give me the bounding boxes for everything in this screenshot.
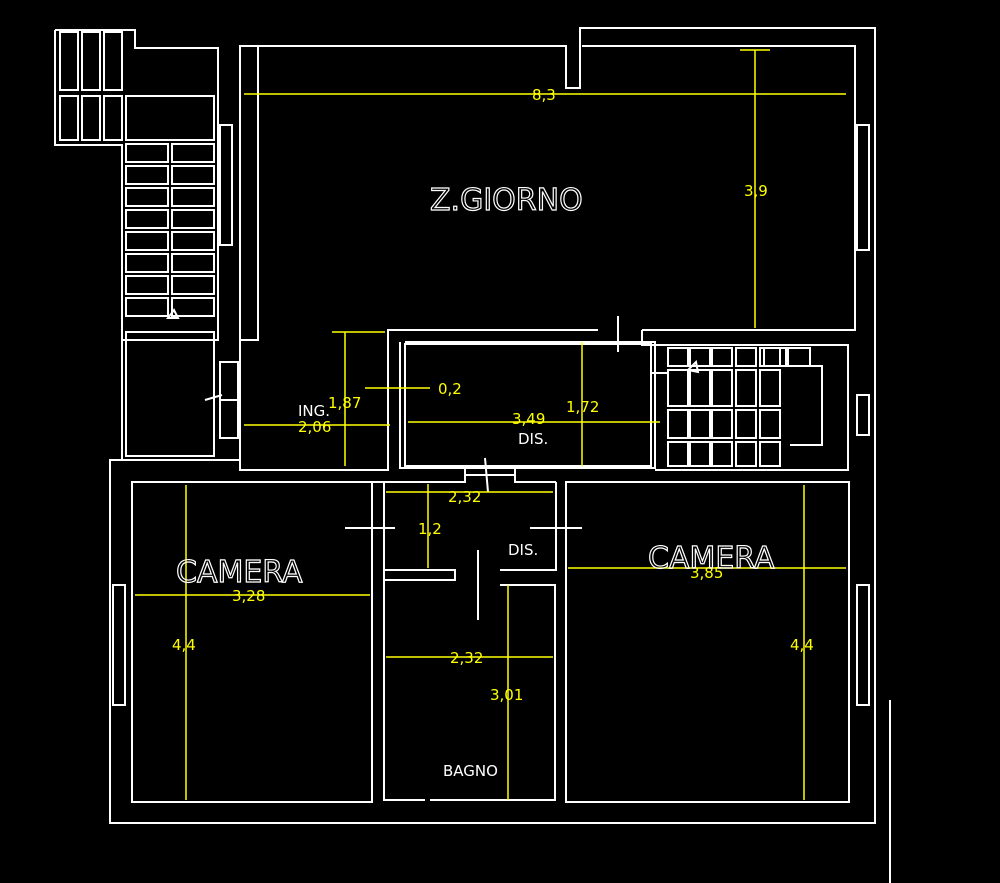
stair-step [689,369,711,407]
dim-wall-02: 0,2 [438,380,462,398]
dim-cam-right-depth: 4,4 [790,636,814,654]
dim-zg-depth: 3,9 [744,182,768,200]
dim-zg-width: 8,3 [532,86,556,104]
stair-step [689,441,711,467]
stair-step [735,409,757,439]
stair-step [125,165,169,185]
room-bagno: BAGNO [443,762,498,780]
dim-dis-height: 1,72 [566,398,599,416]
dim-bagno-width: 2,32 [450,649,483,667]
stair-step [171,209,215,229]
room-zona-giorno: Z.GIORNO [430,183,583,218]
dim-cam-left-width: 3,28 [232,587,265,605]
stair-step [171,143,215,163]
dim-ing-height: 1,87 [328,394,361,412]
stair-step [125,187,169,207]
stair-step [759,441,781,467]
dim-corr-width: 2,32 [448,488,481,506]
stair-step [667,369,689,407]
stair-step [667,347,689,367]
dim-dis-width: 3,49 [512,410,545,428]
room-camera-left: CAMERA [176,555,303,590]
stair-step [711,409,733,439]
stair-step [171,275,215,295]
stair-left [59,31,215,457]
stair-step [667,409,689,439]
stair-step [711,347,733,367]
room-labels: Z.GIORNO ING. DIS. DIS. CAMERA CAMERA BA… [175,182,775,780]
stair-step [735,369,757,407]
stair-step [125,297,169,317]
windows [112,124,870,706]
dim-bagno-depth: 3,01 [490,686,523,704]
stair-step [689,409,711,439]
stair-step [711,441,733,467]
stair-step [763,347,787,367]
stair-step [711,369,733,407]
stair-step [667,441,689,467]
dimension-lines [135,49,846,800]
stair-step [759,409,781,439]
room-camera-right: CAMERA [648,541,775,576]
stair-step [735,347,757,367]
dim-cam-left-depth: 4,4 [172,636,196,654]
room-disimpegno-2: DIS. [508,541,538,559]
stair-step [787,347,811,367]
stair-step [171,165,215,185]
dim-corr-height: 1,2 [418,520,442,538]
stair-step [171,231,215,251]
stair-step [171,187,215,207]
stair-step [125,275,169,295]
dim-ing-width: 2,06 [298,418,331,436]
stair-step [689,347,711,367]
stair-step [125,231,169,251]
stair-step [125,209,169,229]
outer-walls [54,27,891,883]
stair-step [125,143,169,163]
room-disimpegno-1: DIS. [518,430,548,448]
interior-walls [131,316,850,803]
stair-step [735,441,757,467]
stair-step [171,253,215,273]
stair-step [171,297,215,317]
stair-step [759,369,781,407]
stair-step [125,253,169,273]
room-ingresso: ING. [298,402,330,420]
dimension-labels: 8,3 3,9 1,87 2,06 0,2 3,49 1,72 2,32 1,2… [172,86,814,704]
dim-cam-right-width: 3,85 [690,564,723,582]
